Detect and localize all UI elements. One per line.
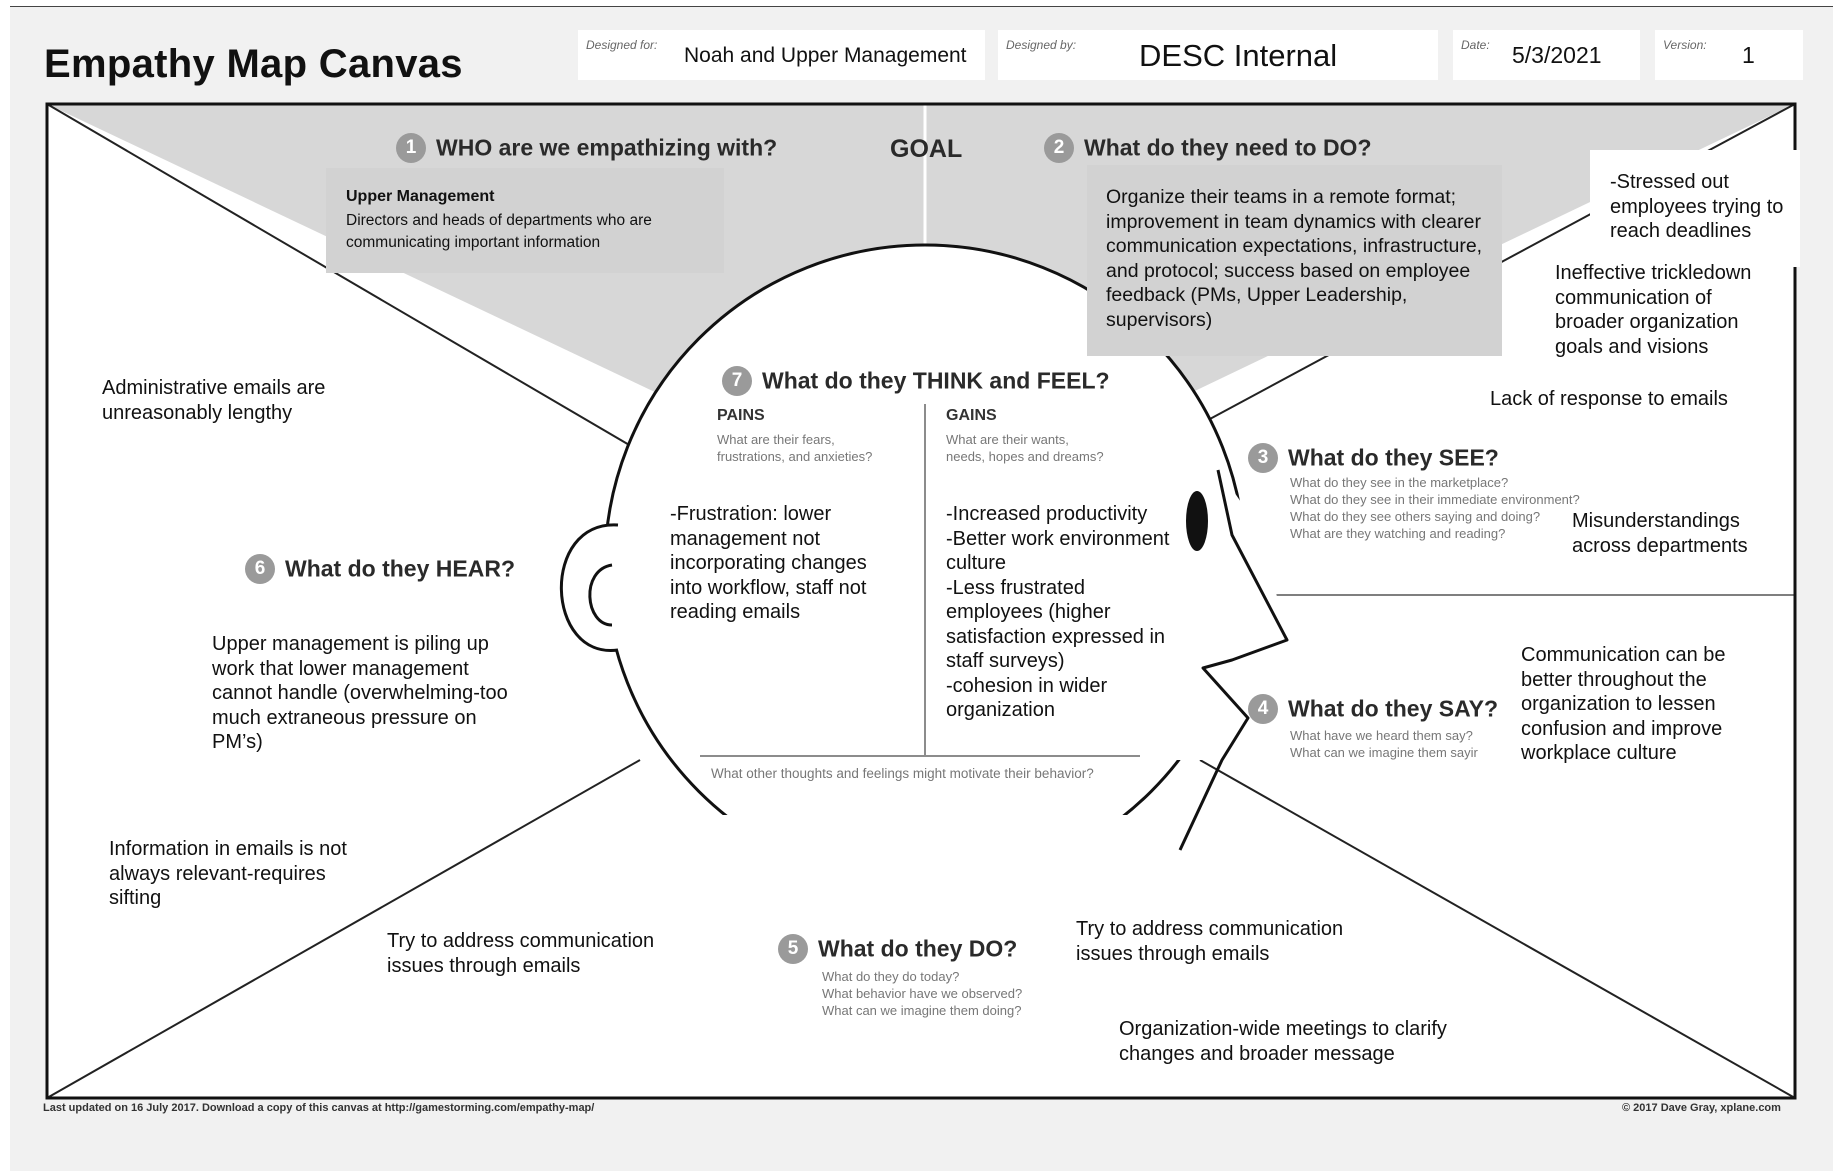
upper-piling-note: Upper management is piling up work that …	[212, 633, 508, 753]
step-3-badge: 3	[1248, 443, 1278, 473]
step-2-badge: 2	[1044, 133, 1074, 163]
date-field[interactable]: Date: 5/3/2021	[1453, 30, 1640, 80]
see-prompts: What do they see in the marketplace? Wha…	[1290, 475, 1580, 541]
gains-label: GAINS	[946, 407, 997, 424]
gains-text: -Increased productivity -Better work env…	[946, 503, 1170, 721]
face-profile-fill	[1145, 420, 1288, 760]
designed-by-field[interactable]: Designed by: DESC Internal	[998, 30, 1438, 80]
who-heading: Upper Management	[346, 188, 495, 205]
who-text: Directors and heads of departments who a…	[346, 212, 652, 251]
pains-label: PAINS	[717, 407, 765, 424]
gains-prompt: What are their wants, needs, hopes and d…	[946, 432, 1104, 464]
who-box: Upper Management Directors and heads of …	[326, 168, 724, 273]
step-5-badge: 5	[778, 934, 808, 964]
designed-by-label: Designed by:	[1006, 38, 1077, 52]
try-address-right-note: Try to address communication issues thro…	[1076, 918, 1344, 965]
date-label: Date:	[1461, 38, 1490, 52]
date-value: 5/3/2021	[1512, 42, 1602, 68]
version-label: Version:	[1663, 38, 1707, 52]
diagonal-bottom-right	[1199, 759, 1796, 1099]
do-prompts: What do they do today? What behavior hav…	[822, 969, 1023, 1018]
communication-better-note: Communication can be better throughout t…	[1521, 644, 1726, 764]
lack-response-note: Lack of response to emails	[1490, 388, 1728, 410]
neck-cut	[680, 815, 1145, 905]
ineffective-note: Ineffective trickledown communication of…	[1555, 262, 1752, 358]
version-field[interactable]: Version: 1	[1655, 30, 1803, 80]
pains-prompt: What are their fears, frustrations, and …	[717, 432, 873, 464]
need-to-do-text: Organize their teams in a remote format;…	[1106, 186, 1483, 331]
diagonal-top-left	[46, 103, 661, 464]
think-feel-bottom-prompt: What other thoughts and feelings might m…	[711, 766, 1094, 781]
org-meetings-note: Organization-wide meetings to clarify ch…	[1119, 1018, 1447, 1065]
step-1-badge: 1	[396, 133, 426, 163]
designed-for-label: Designed for:	[586, 38, 658, 52]
step-7-badge: 7	[722, 366, 752, 396]
info-emails-note: Information in emails is not always rele…	[109, 838, 347, 909]
admin-emails-note: Administrative emails are unreasonably l…	[102, 377, 326, 424]
step-4-badge: 4	[1248, 694, 1278, 724]
say-prompts: What have we heard them say? What can we…	[1290, 728, 1478, 760]
stressed-note: -Stressed out employees trying to reach …	[1590, 150, 1800, 267]
diagonal-bottom-left	[46, 759, 641, 1099]
step-6-badge: 6	[245, 554, 275, 584]
page-title: Empathy Map Canvas	[44, 42, 463, 86]
misunderstandings-note: Misunderstandings across departments	[1572, 510, 1748, 557]
try-address-left-note: Try to address communication issues thro…	[387, 930, 655, 977]
goal-label: GOAL	[890, 135, 963, 163]
canvas-border	[45, 102, 1797, 1100]
designed-by-value: DESC Internal	[1139, 38, 1338, 73]
face-profile-line	[1178, 469, 1289, 851]
eye-icon	[1186, 491, 1208, 551]
designed-for-field[interactable]: Designed for: Noah and Upper Management	[578, 30, 985, 80]
version-value: 1	[1742, 42, 1755, 68]
designed-for-value: Noah and Upper Management	[684, 44, 967, 67]
footer-left: Last updated on 16 July 2017. Download a…	[43, 1102, 595, 1114]
need-to-do-box: Organize their teams in a remote format;…	[1087, 165, 1502, 356]
footer-right: © 2017 Dave Gray, xplane.com	[1622, 1102, 1781, 1114]
ear-inner-icon	[588, 563, 613, 627]
pains-text: -Frustration: lower management not incor…	[670, 503, 867, 623]
